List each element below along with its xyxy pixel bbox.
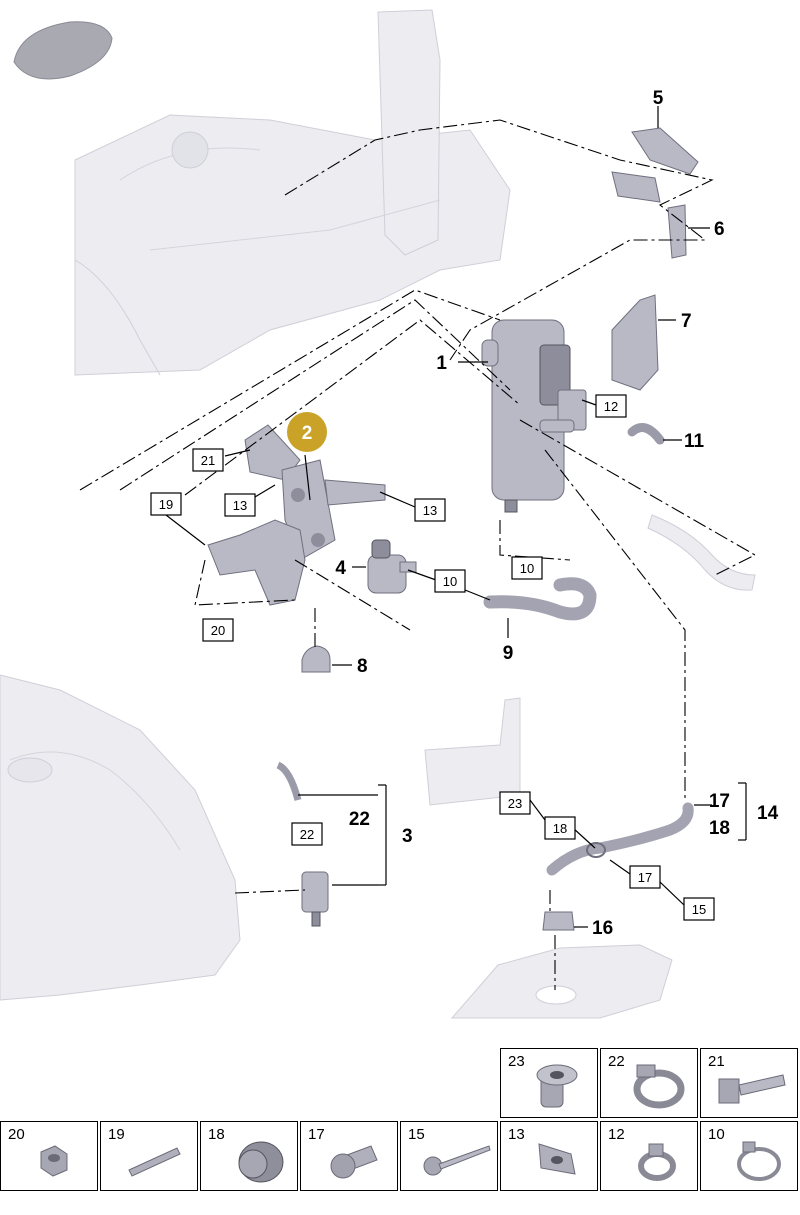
svg-text:17: 17 xyxy=(638,870,652,885)
clip-nut-icon xyxy=(538,1143,576,1175)
boxed-label-10-right[interactable]: 10 xyxy=(511,556,543,580)
long-bolt-icon xyxy=(423,1145,491,1176)
callout-14[interactable]: 14 xyxy=(757,803,779,824)
cell-number: 10 xyxy=(708,1126,725,1143)
valve-4 xyxy=(367,539,417,594)
svg-text:18: 18 xyxy=(553,821,567,836)
boxed-label-12[interactable]: 12 xyxy=(595,394,627,418)
table-cell-22[interactable]: 22 xyxy=(600,1048,698,1118)
cell-number: 13 xyxy=(508,1126,525,1143)
hex-nut-icon xyxy=(40,1145,68,1177)
table-cell-15[interactable]: 15 xyxy=(400,1121,498,1191)
svg-text:12: 12 xyxy=(604,399,618,414)
bracket-6 xyxy=(667,204,687,259)
boxed-label-13-left[interactable]: 13 xyxy=(224,493,256,517)
boxed-label-22[interactable]: 22 xyxy=(291,822,323,846)
svg-text:22: 22 xyxy=(300,827,314,842)
cell-number: 19 xyxy=(108,1126,125,1143)
callout-11[interactable]: 11 xyxy=(684,431,705,452)
svg-text:13: 13 xyxy=(423,503,437,518)
grommet-8 xyxy=(301,645,331,673)
table-cell-20[interactable]: 20 xyxy=(0,1121,98,1191)
cell-number: 20 xyxy=(8,1126,25,1143)
callout-3[interactable]: 3 xyxy=(402,826,413,847)
hex-bolt-icon xyxy=(718,1074,786,1104)
callout-8[interactable]: 8 xyxy=(357,656,368,677)
table-cell-13[interactable]: 13 xyxy=(500,1121,598,1191)
svg-text:23: 23 xyxy=(508,796,522,811)
table-cell-10[interactable]: 10 xyxy=(700,1121,798,1191)
svg-text:13: 13 xyxy=(233,498,247,513)
svg-text:10: 10 xyxy=(520,561,534,576)
cell-number: 17 xyxy=(308,1126,325,1143)
boxed-label-15[interactable]: 15 xyxy=(683,897,715,921)
connector-5 xyxy=(611,127,699,203)
spacer-sleeve-icon xyxy=(330,1145,378,1179)
callout-9[interactable]: 9 xyxy=(503,643,514,664)
hose-9 xyxy=(483,577,597,621)
stud-bolt-icon xyxy=(128,1147,181,1177)
callout-7[interactable]: 7 xyxy=(681,311,692,332)
fuel-line-14 xyxy=(546,802,694,876)
spring-clamp-icon xyxy=(638,1143,676,1181)
cell-number: 22 xyxy=(608,1053,625,1070)
pipe-ghost xyxy=(647,514,756,591)
assembly-lines xyxy=(79,119,757,990)
svg-text:10: 10 xyxy=(443,574,457,589)
boxed-label-10-left[interactable]: 10 xyxy=(434,569,466,593)
leader-lines xyxy=(165,106,747,928)
boxed-label-13-right[interactable]: 13 xyxy=(414,498,446,522)
table-cell-21[interactable]: 21 xyxy=(700,1048,798,1118)
boxed-label-17[interactable]: 17 xyxy=(629,865,661,889)
bracket-7 xyxy=(611,294,659,391)
callout-18[interactable]: 18 xyxy=(709,818,730,839)
auxiliary-heater-unit xyxy=(481,319,587,513)
table-cell-19[interactable]: 19 xyxy=(100,1121,198,1191)
floor-panel xyxy=(450,944,673,1019)
hose-11 xyxy=(627,423,665,445)
table-cell-18[interactable]: 18 xyxy=(200,1121,298,1191)
callout-22[interactable]: 22 xyxy=(349,809,370,830)
grommet-icon xyxy=(238,1141,284,1183)
callout-1[interactable]: 1 xyxy=(436,353,447,374)
svg-text:20: 20 xyxy=(211,623,225,638)
cell-number: 18 xyxy=(208,1126,225,1143)
callout-16[interactable]: 16 xyxy=(592,918,613,939)
highlight-marker[interactable] xyxy=(287,412,327,452)
callout-17[interactable]: 17 xyxy=(709,791,730,812)
fuel-tank xyxy=(0,674,241,1001)
boxed-label-23[interactable]: 23 xyxy=(499,791,531,815)
table-cell-17[interactable]: 17 xyxy=(300,1121,398,1191)
callout-5[interactable]: 5 xyxy=(653,88,664,109)
boxed-label-18[interactable]: 18 xyxy=(544,816,576,840)
svg-text:19: 19 xyxy=(159,497,173,512)
table-cell-12[interactable]: 12 xyxy=(600,1121,698,1191)
grommet-16 xyxy=(542,911,575,931)
hose-clamp-icon xyxy=(633,1064,685,1109)
fastener-table: 23 22 21 20 19 18 17 15 13 12 10 xyxy=(0,1048,800,1198)
boxed-label-19[interactable]: 19 xyxy=(150,492,182,516)
cell-number: 23 xyxy=(508,1053,525,1070)
svg-text:21: 21 xyxy=(201,453,215,468)
callout-6[interactable]: 6 xyxy=(714,219,725,240)
callout-2[interactable]: 2 xyxy=(302,423,313,444)
clamp-18 xyxy=(586,842,606,858)
bracket-23 xyxy=(424,697,521,806)
fuel-pump-3 xyxy=(276,761,329,927)
boxed-label-20[interactable]: 20 xyxy=(202,618,234,642)
table-cell-23[interactable]: 23 xyxy=(500,1048,598,1118)
front-body-structure xyxy=(74,9,511,376)
rivet-nut-icon xyxy=(536,1064,578,1108)
cell-number: 21 xyxy=(708,1053,725,1070)
callout-4[interactable]: 4 xyxy=(335,558,346,579)
car-silhouette-icon xyxy=(13,21,113,80)
exploded-parts-diagram: 2 1 3 4 5 6 7 8 9 11 14 16 17 18 22 12 2… xyxy=(0,9,779,1019)
cell-number: 12 xyxy=(608,1126,625,1143)
svg-text:15: 15 xyxy=(692,902,706,917)
boxed-label-21[interactable]: 21 xyxy=(192,448,224,472)
band-clamp-icon xyxy=(737,1141,781,1181)
bracket-assembly-2 xyxy=(207,424,386,606)
cell-number: 15 xyxy=(408,1126,425,1143)
